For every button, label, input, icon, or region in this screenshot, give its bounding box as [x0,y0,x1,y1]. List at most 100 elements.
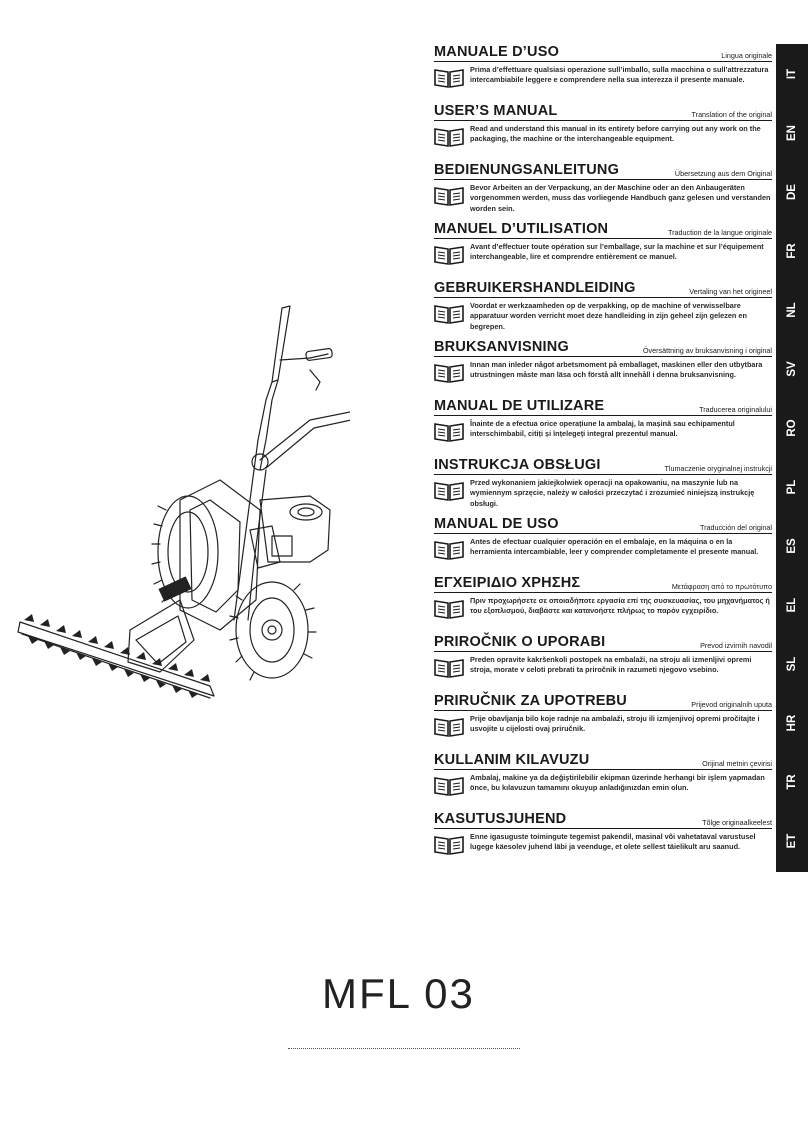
section-text: Read and understand this manual in its e… [470,124,761,144]
model-name: MFL 03 [322,970,475,1017]
language-tab-pl: PL [786,479,798,495]
section-body: Bevor Arbeiten an der Verpackung, an der… [434,183,772,214]
section-note: Lingua originale [721,51,772,60]
open-book-icon [434,600,464,619]
section-text: Πριν προχωρήσετε σε οποιαδήποτε εργασία … [470,596,770,616]
section-body: Preden opravite kakršenkoli postopek na … [434,655,772,679]
section-body: Innan man inleder något arbetsmoment på … [434,360,772,384]
language-section-fr: MANUEL D’UTILISATION Traduction de la la… [434,221,772,280]
section-text: Bevor Arbeiten an der Verpackung, an der… [470,183,771,213]
section-title: INSTRUKCJA OBSŁUGI [434,457,601,473]
section-text: Przed wykonaniem jakiejkolwiek operacji … [470,478,755,508]
language-tab-fr: FR [786,243,798,259]
section-header: GEBRUIKERSHANDLEIDING Vertaling van het … [434,280,772,298]
section-title: ΕΓΧΕΙΡΙΔΙΟ ΧΡΗΣΗΣ [434,575,581,591]
section-body: Πριν προχωρήσετε σε οποιαδήποτε εργασία … [434,596,772,620]
section-body: Prima d’effettuare qualsiasi operazione … [434,65,772,89]
language-tab-sl: SL [786,656,798,672]
language-section-tr: KULLANIM KILAVUZU Orijinal metnin çeviri… [434,752,772,811]
section-title: PRIRUČNIK ZA UPOTREBU [434,693,627,709]
section-body: Prije obavljanja bilo koje radnje na amb… [434,714,772,738]
section-note: Traducerea originalului [699,405,772,414]
section-text: Innan man inleder något arbetsmoment på … [470,360,763,380]
section-note: Prijevod originalnih uputa [691,700,772,709]
language-tab-hr: HR [786,714,798,732]
section-note: Traducción del original [699,523,772,532]
section-header: BRUKSANVISNING Översättning av bruksanvi… [434,339,772,357]
section-header: USER’S MANUAL Translation of the origina… [434,103,772,121]
section-header: MANUAL DE UTILIZARE Traducerea originalu… [434,398,772,416]
section-body: Przed wykonaniem jakiejkolwiek operacji … [434,478,772,509]
open-book-icon [434,482,464,501]
section-header: INSTRUKCJA OBSŁUGI Tlumaczenie oryginaln… [434,457,772,475]
section-title: MANUEL D’UTILISATION [434,221,609,237]
section-header: PRIRUČNIK ZA UPOTREBU Prijevod originaln… [434,693,772,711]
section-note: Prevod izvirnih navodil [700,641,772,650]
language-tab-es: ES [786,538,798,554]
section-header: MANUEL D’UTILISATION Traduction de la la… [434,221,772,239]
dotted-divider [288,1048,520,1049]
section-header: ΕΓΧΕΙΡΙΔΙΟ ΧΡΗΣΗΣ Μετάφραση από το πρωτό… [434,575,772,593]
section-text: Voordat er werkzaamheden op de verpakkin… [470,301,747,331]
language-section-it: MANUALE D’USO Lingua originale Prima d’e… [434,44,772,103]
section-title: MANUAL DE UTILIZARE [434,398,605,414]
section-note: Översättning av bruksanvisning i origina… [642,346,772,355]
section-text: Prije obavljanja bilo koje radnje na amb… [470,714,760,734]
language-tab-el: EL [786,597,798,613]
section-note: Tlumaczenie oryginalnej instrukcji [664,464,772,473]
language-tab-en: EN [786,125,798,141]
section-body: Enne igasuguste toimingute tegemist pake… [434,832,772,856]
language-section-nl: GEBRUIKERSHANDLEIDING Vertaling van het … [434,280,772,339]
language-tab-sv: SV [786,361,798,377]
section-body: Ambalaj, makine ya da değiştirilebilir e… [434,773,772,797]
section-title: MANUALE D’USO [434,44,560,60]
open-book-icon [434,69,464,88]
open-book-icon [434,777,464,796]
section-body: Avant d’effectuer toute opération sur l’… [434,242,772,266]
language-tab-tr: TR [786,774,798,790]
section-title: GEBRUIKERSHANDLEIDING [434,280,636,296]
section-text: Avant d’effectuer toute opération sur l’… [470,242,764,262]
section-body: Înainte de a efectua orice operațiune la… [434,419,772,443]
language-tab-et: ET [786,833,798,849]
machine-illustration [17,305,350,699]
open-book-icon [434,541,464,560]
language-tab-nl: NL [786,302,798,318]
section-header: MANUALE D’USO Lingua originale [434,44,772,62]
open-book-icon [434,423,464,442]
section-text: Ambalaj, makine ya da değiştirilebilir e… [470,773,765,793]
language-section-et: KASUTUSJUHEND Tõlge originaalkeelest Enn… [434,811,772,870]
language-section-ro: MANUAL DE UTILIZARE Traducerea originalu… [434,398,772,457]
open-book-icon [434,128,464,147]
language-sections: MANUALE D’USO Lingua originale Prima d’e… [434,44,772,870]
section-body: Read and understand this manual in its e… [434,124,772,148]
section-title: PRIROČNIK O UPORABI [434,634,606,650]
section-body: Voordat er werkzaamheden op de verpakkin… [434,301,772,332]
section-note: Μετάφραση από το πρωτότυπο [671,582,772,591]
section-note: Tõlge originaalkeelest [702,818,772,827]
language-section-pl: INSTRUKCJA OBSŁUGI Tlumaczenie oryginaln… [434,457,772,516]
language-tab-it: IT [786,68,798,80]
open-book-icon [434,718,464,737]
section-title: KULLANIM KILAVUZU [434,752,590,768]
section-text: Antes de efectuar cualquier operación en… [470,537,759,557]
section-note: Orijinal metnin çevirisi [702,759,772,768]
section-title: USER’S MANUAL [434,103,558,119]
section-header: PRIROČNIK O UPORABI Prevod izvirnih navo… [434,634,772,652]
section-header: KASUTUSJUHEND Tõlge originaalkeelest [434,811,772,829]
open-book-icon [434,187,464,206]
open-book-icon [434,364,464,383]
language-section-sv: BRUKSANVISNING Översättning av bruksanvi… [434,339,772,398]
section-body: Antes de efectuar cualquier operación en… [434,537,772,561]
language-section-hr: PRIRUČNIK ZA UPOTREBU Prijevod originaln… [434,693,772,752]
section-title: BEDIENUNGSANLEITUNG [434,162,620,178]
language-section-sl: PRIROČNIK O UPORABI Prevod izvirnih navo… [434,634,772,693]
open-book-icon [434,659,464,678]
open-book-icon [434,836,464,855]
section-note: Vertaling van het origineel [689,287,772,296]
section-note: Translation of the original [691,110,772,119]
open-book-icon [434,246,464,265]
open-book-icon [434,305,464,324]
section-header: BEDIENUNGSANLEITUNG Übersetzung aus dem … [434,162,772,180]
section-header: MANUAL DE USO Traducción del original [434,516,772,534]
